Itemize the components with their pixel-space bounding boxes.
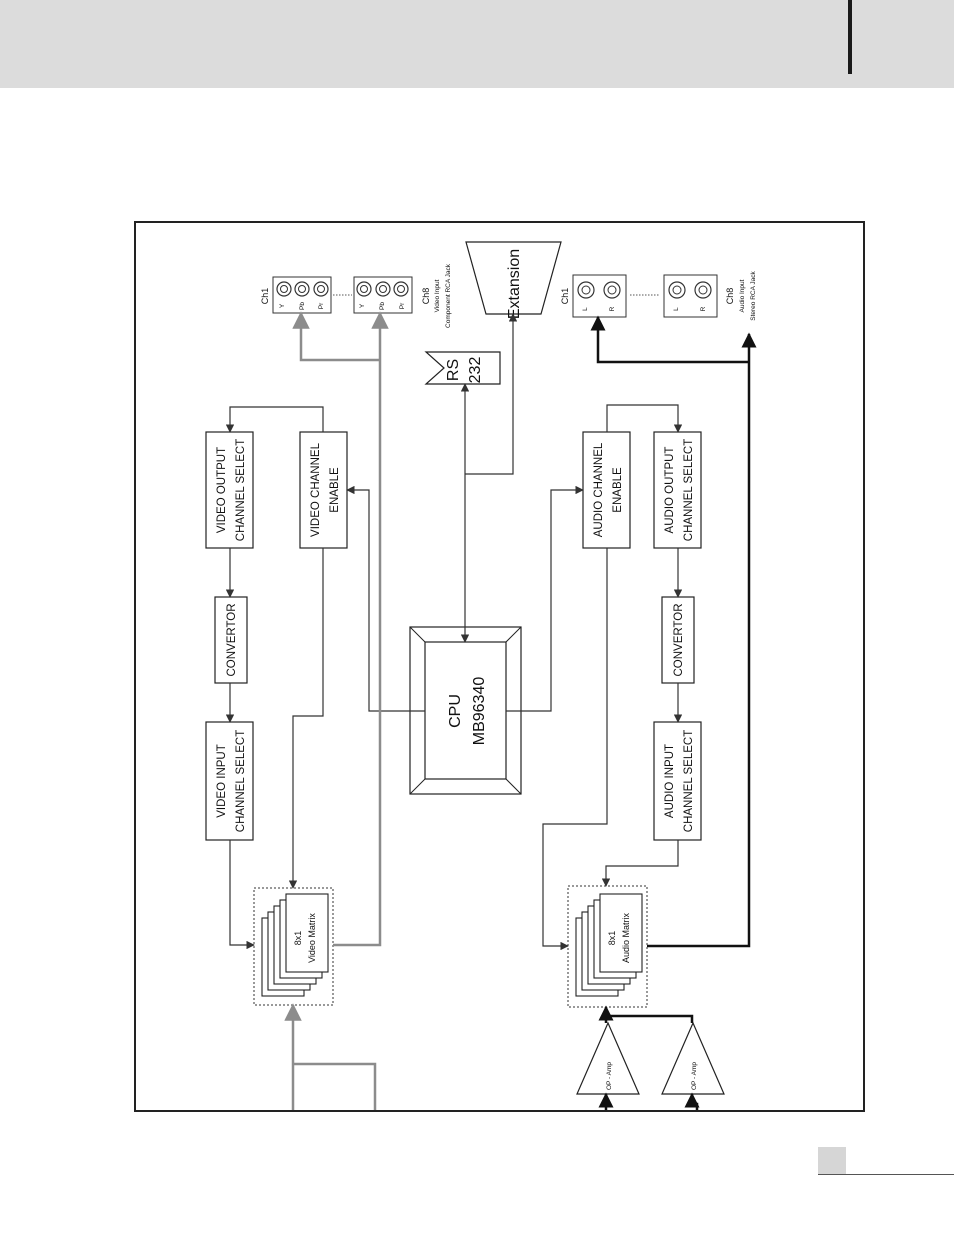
header-band	[0, 0, 954, 88]
video-channel-enable-line1: VIDEO CHANNEL	[310, 442, 322, 537]
video-output-select-line1: VIDEO OUTPUT	[216, 447, 228, 533]
audio-jack-caption-1: Audio Input	[739, 279, 746, 312]
audio-ch8-pin-r: R	[700, 306, 707, 311]
video-jack-ch8: Y Pb Pr	[353, 276, 413, 314]
video-channel-enable-line2: ENABLE	[329, 467, 341, 513]
extension-block: Extansion	[465, 241, 562, 319]
video-input-select-line1: VIDEO INPUT	[216, 744, 228, 817]
audio-ch8-pin-l: L	[673, 307, 680, 311]
video-ch8-pin-pr: Pr	[399, 302, 406, 309]
audio-matrix-block: 8x1 Audio Matrix	[567, 885, 648, 1008]
audio-ch8-label: Ch8	[725, 288, 735, 305]
audio-signal-wires	[590, 315, 757, 1110]
audio-jack-ch8: L R	[663, 274, 718, 318]
op-amp-2-label: OP - Amp	[691, 1062, 698, 1090]
video-convertor-label: CONVERTOR	[226, 603, 238, 676]
video-ch1-pin-pb: Pb	[299, 302, 306, 310]
footer-rule	[818, 1174, 954, 1175]
audio-convertor-block: CONVERTOR	[661, 596, 695, 684]
audio-channel-enable-block: AUDIO CHANNEL ENABLE	[582, 431, 631, 549]
audio-convertor-label: CONVERTOR	[673, 603, 685, 676]
video-signal-wires	[284, 311, 389, 1110]
video-matrix-line2: Video Matrix	[307, 913, 317, 963]
audio-output-select-block: AUDIO OUTPUT CHANNEL SELECT	[653, 431, 702, 549]
audio-ch1-pin-l: L	[582, 307, 589, 311]
audio-channel-enable-line1: AUDIO CHANNEL	[593, 442, 605, 537]
video-output-select-block: VIDEO OUTPUT CHANNEL SELECT	[205, 431, 254, 549]
audio-jack-ch1: L R Ch1	[560, 274, 627, 318]
rs232-line2: 232	[467, 357, 484, 384]
audio-jack-caption-2: Stereo RCA Jack	[750, 271, 757, 321]
audio-output-select-line2: CHANNEL SELECT	[683, 439, 695, 541]
video-matrix-block: 8x1 Video Matrix	[253, 887, 334, 1006]
audio-input-select-block: AUDIO INPUT CHANNEL SELECT	[653, 721, 702, 841]
video-ch8-pin-y: Y	[359, 303, 366, 308]
video-matrix-line1: 8x1	[293, 931, 303, 946]
video-ch1-label: Ch1	[260, 288, 270, 305]
video-jack-caption-1: Video Input	[434, 279, 441, 312]
audio-input-select-line2: CHANNEL SELECT	[683, 730, 695, 832]
video-convertor-block: CONVERTOR	[214, 596, 248, 684]
extension-label: Extansion	[506, 249, 523, 319]
op-amp-1: OP - Amp	[576, 1021, 640, 1095]
op-amp-2: OP - Amp	[661, 1021, 725, 1095]
audio-matrix-line2: Audio Matrix	[621, 912, 631, 963]
video-channel-enable-block: VIDEO CHANNEL ENABLE	[299, 431, 348, 549]
header-rule	[848, 0, 852, 74]
video-ch8-label: Ch8	[421, 288, 431, 305]
diagram-frame	[134, 221, 865, 1112]
video-ch1-pin-pr: Pr	[318, 302, 325, 309]
cpu-block: CPU MB96340	[409, 626, 522, 795]
audio-matrix-line1: 8x1	[607, 931, 617, 946]
video-jack-ch1: Y Pb Pr Ch1	[260, 276, 332, 314]
video-ch1-pin-y: Y	[279, 303, 286, 308]
page-number-box	[818, 1147, 846, 1175]
video-ch8-pin-pb: Pb	[379, 302, 386, 310]
op-amp-1-label: OP - Amp	[606, 1062, 613, 1090]
audio-ch1-pin-r: R	[609, 306, 616, 311]
cpu-line2: MB96340	[471, 677, 488, 746]
rs232-line1: RS	[445, 359, 462, 381]
video-input-select-line2: CHANNEL SELECT	[235, 730, 247, 832]
control-wires	[225, 313, 683, 951]
rs232-block: RS 232	[424, 351, 501, 385]
cpu-line1: CPU	[447, 694, 464, 728]
video-output-select-line2: CHANNEL SELECT	[235, 439, 247, 541]
video-input-select-block: VIDEO INPUT CHANNEL SELECT	[205, 721, 254, 841]
audio-output-select-line1: AUDIO OUTPUT	[664, 447, 676, 534]
audio-ch1-label: Ch1	[560, 288, 570, 305]
audio-input-select-line1: AUDIO INPUT	[664, 744, 676, 818]
video-jack-caption-2: Component RCA Jack	[445, 263, 452, 328]
audio-channel-enable-line2: ENABLE	[612, 467, 624, 513]
